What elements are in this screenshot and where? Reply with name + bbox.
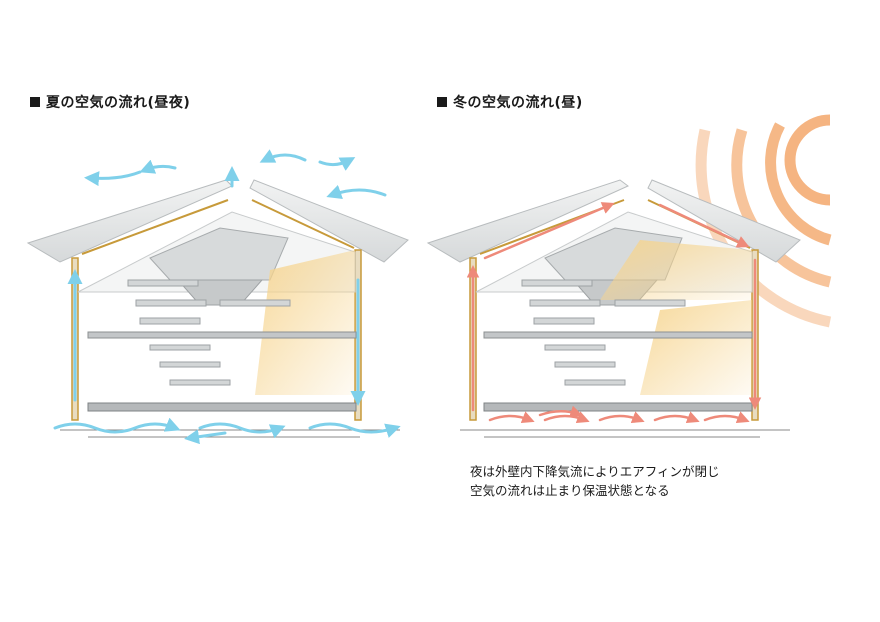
caption-line-1: 夜は外壁内下降気流によりエアフィンが閉じ [470, 464, 720, 479]
caption: 夜は外壁内下降気流によりエアフィンが閉じ 空気の流れは止まり保温状態となる [470, 462, 720, 500]
winter-house [426, 114, 832, 438]
caption-line-2: 空気の流れは止まり保温状態となる [470, 483, 670, 498]
stairs [127, 279, 291, 386]
winter-heading: 冬の空気の流れ(昼) [437, 92, 583, 112]
summer-house [26, 149, 409, 445]
sunlight-wash [255, 250, 355, 395]
ground-floor [87, 402, 357, 412]
cool-air-arrows [53, 149, 401, 445]
roof-right [249, 179, 409, 263]
warm-air-arrows [466, 202, 762, 424]
skylight-funnel [149, 227, 289, 281]
summer-heading: 夏の空気の流れ(昼夜) [30, 92, 190, 112]
summer-heading-text: 夏の空気の流れ(昼夜) [46, 95, 191, 111]
mid-floor [87, 331, 357, 339]
square-bullet-icon [437, 97, 447, 107]
winter-heading-text: 冬の空気の流れ(昼) [453, 95, 583, 111]
square-bullet-icon [30, 97, 40, 107]
